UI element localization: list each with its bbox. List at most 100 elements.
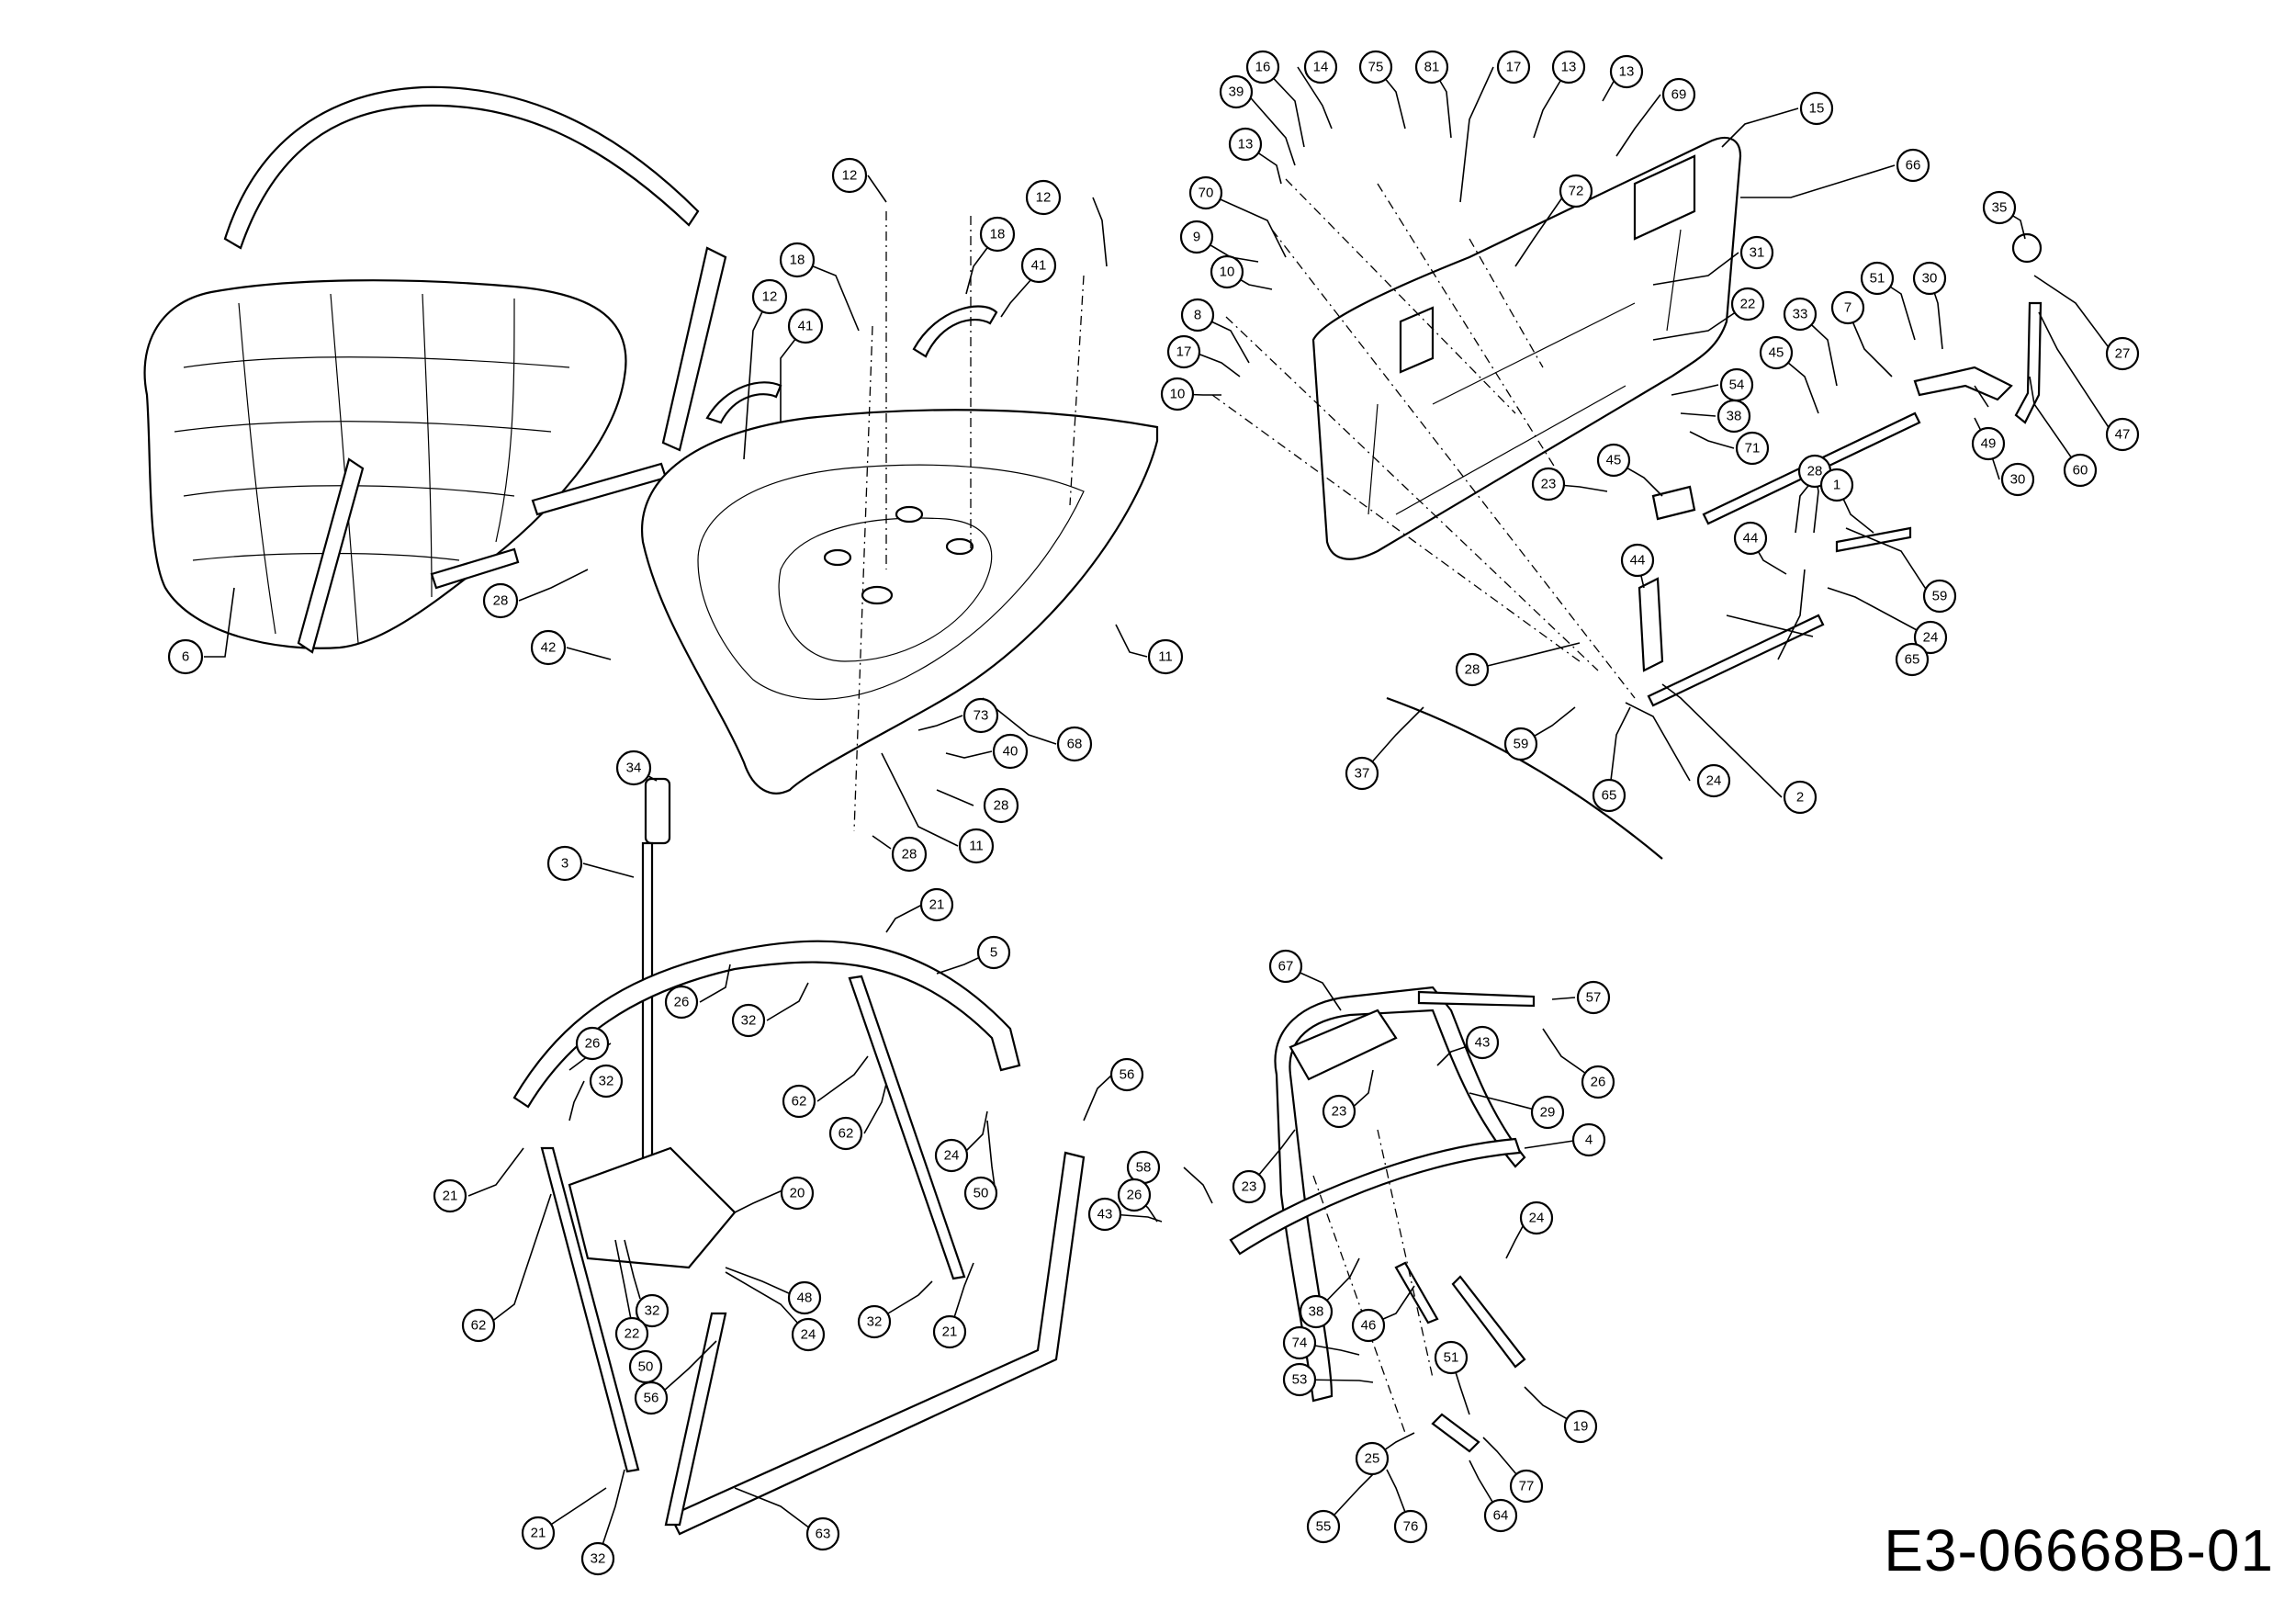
callout-1: 1 [1819,468,1854,502]
callout-49: 49 [1971,426,2006,461]
spring-46 [1394,1261,1439,1324]
grip-34 [644,777,671,845]
svg-text:2: 2 [1796,790,1804,806]
bail-63 [669,1151,1086,1536]
callout-9: 9 [1179,220,1214,254]
callout-32: 32 [731,1003,766,1038]
svg-text:22: 22 [1740,297,1756,312]
svg-text:37: 37 [1355,766,1370,782]
callout-23: 23 [1322,1094,1356,1129]
callout-48: 48 [787,1280,822,1315]
svg-text:45: 45 [1769,345,1784,361]
svg-text:28: 28 [994,798,1009,814]
callout-38: 38 [1716,399,1751,434]
callout-59: 59 [1922,579,1957,614]
callout-12: 12 [1025,179,1062,216]
svg-text:24: 24 [1923,630,1939,646]
svg-text:49: 49 [1981,436,1997,452]
svg-text:4: 4 [1585,1133,1593,1148]
svg-text:46: 46 [1361,1318,1377,1334]
svg-text:15: 15 [1809,101,1825,117]
svg-text:19: 19 [1573,1419,1589,1435]
svg-text:32: 32 [741,1013,757,1029]
callout-21: 21 [433,1178,467,1213]
callout-62: 62 [782,1084,816,1119]
callout-62: 62 [461,1308,496,1343]
callout-39: 39 [1219,74,1254,109]
svg-text:74: 74 [1292,1336,1308,1351]
svg-text:35: 35 [1992,200,2008,216]
svg-text:59: 59 [1514,737,1529,752]
svg-text:38: 38 [1727,409,1742,424]
seat-slide-rail-left [297,457,365,654]
svg-text:32: 32 [867,1314,883,1330]
svg-text:31: 31 [1750,245,1765,261]
steering-bail-assembly [512,777,1086,1536]
svg-text:59: 59 [1932,589,1948,604]
callout-32: 32 [635,1293,670,1328]
callout-19: 19 [1563,1409,1598,1444]
callout-27: 27 [2105,336,2140,371]
callout-63: 63 [805,1516,840,1551]
svg-text:63: 63 [816,1527,831,1542]
callout-24: 24 [934,1138,969,1173]
svg-text:43: 43 [1097,1207,1113,1223]
bracket-67 [1289,1009,1398,1081]
callout-72: 72 [1559,174,1593,209]
bail-5 [512,940,1021,1109]
callout-10: 10 [1160,377,1195,411]
rod-62-left [540,1146,640,1473]
svg-text:7: 7 [1844,300,1851,316]
rod-57 [1417,990,1536,1008]
svg-text:18: 18 [990,227,1006,242]
seat-plate-assembly [1211,136,2043,860]
callout-21: 21 [932,1314,967,1349]
callout-12: 12 [831,157,868,194]
callout-13: 13 [1551,50,1586,85]
seat-assembly [143,85,727,654]
cable-37 [1386,696,1663,860]
callout-45: 45 [1596,443,1631,478]
svg-text:62: 62 [838,1126,854,1142]
svg-text:28: 28 [902,847,917,862]
svg-text:69: 69 [1671,87,1687,103]
svg-text:32: 32 [591,1551,606,1567]
svg-text:20: 20 [790,1186,805,1201]
svg-text:3: 3 [561,856,568,872]
svg-text:12: 12 [762,289,778,305]
svg-text:57: 57 [1586,990,1602,1006]
callout-28: 28 [482,582,519,619]
svg-text:51: 51 [1870,271,1885,287]
callout-13: 13 [1228,127,1263,162]
svg-text:23: 23 [1541,477,1557,492]
callout-44: 44 [1620,543,1655,578]
seat-plate-grille-right [1633,154,1696,241]
fender-hole-4 [861,585,894,605]
rod-63-lower [664,1312,727,1527]
svg-text:10: 10 [1220,265,1235,280]
callout-45: 45 [1759,335,1794,370]
svg-text:58: 58 [1136,1160,1152,1176]
callout-10: 10 [1210,254,1244,289]
callout-35: 35 [1982,190,2017,225]
svg-text:66: 66 [1906,158,1921,174]
svg-text:62: 62 [792,1094,807,1110]
frame-handle-bar [1229,1137,1522,1256]
fender-body [640,409,1159,795]
callout-37: 37 [1345,756,1379,791]
svg-text:41: 41 [1031,258,1047,274]
svg-text:32: 32 [645,1303,660,1319]
svg-text:73: 73 [974,708,989,724]
svg-text:65: 65 [1905,652,1920,668]
plate-assembly-lines [1211,178,1636,699]
callout-7: 7 [1830,290,1865,325]
callout-43: 43 [1087,1197,1122,1232]
svg-text:24: 24 [801,1327,816,1343]
svg-text:28: 28 [1465,662,1480,678]
svg-text:12: 12 [1036,190,1052,206]
seat-slide-rod-2 [430,547,520,590]
svg-text:30: 30 [1922,271,1938,287]
callout-26: 26 [664,985,699,1020]
callout-50: 50 [628,1349,663,1384]
svg-text:54: 54 [1729,378,1745,393]
